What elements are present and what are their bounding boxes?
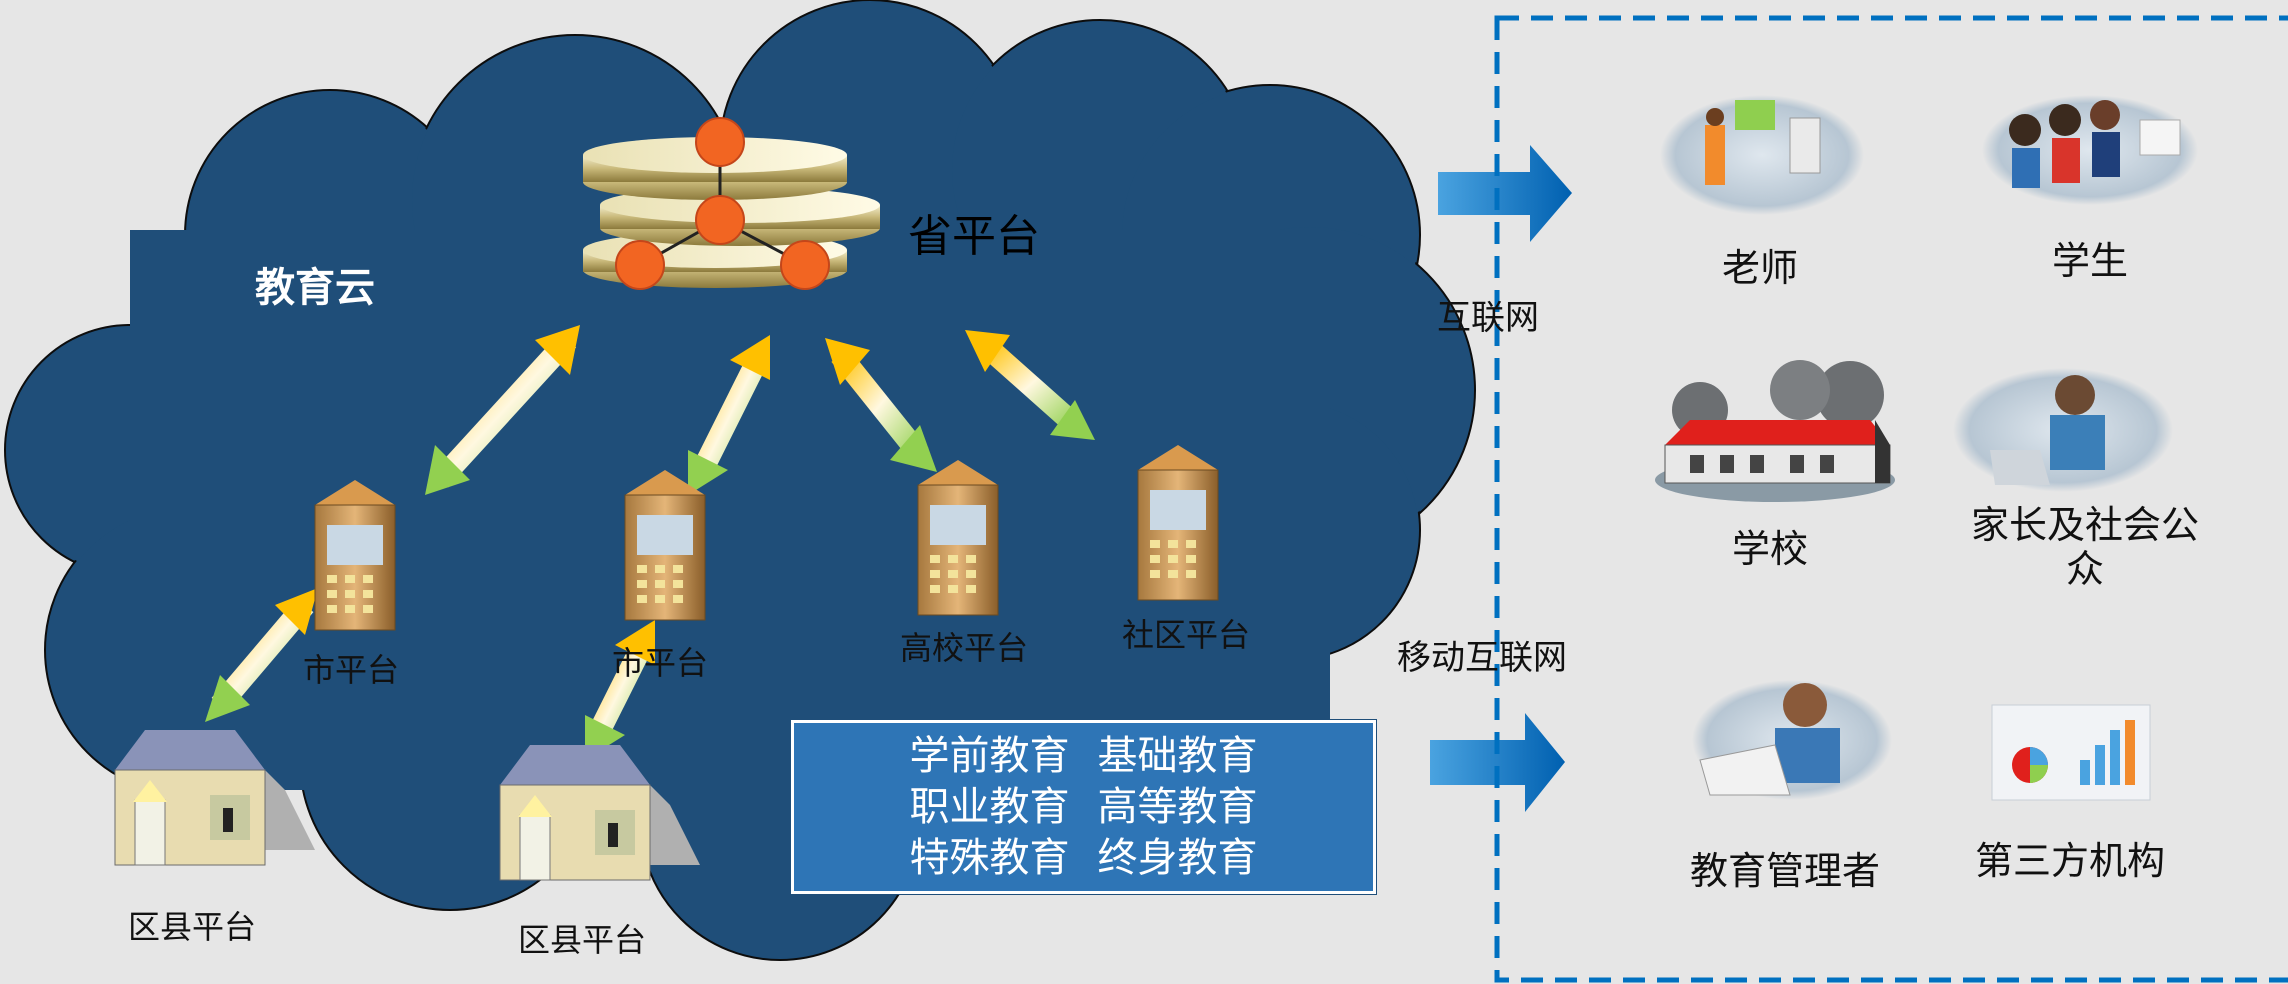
arrow-province-university xyxy=(825,338,937,472)
audience-panel xyxy=(1494,15,2288,983)
parents-photo-icon xyxy=(1953,368,2173,492)
arrow-province-community xyxy=(965,330,1095,440)
education-category: 高等教育 xyxy=(1097,784,1258,830)
province-platform-label: 省平台 xyxy=(908,211,1040,262)
county-left-house-icon xyxy=(114,730,315,866)
third-party-chart-icon xyxy=(1991,704,2151,801)
edu-admin-photo-icon xyxy=(1692,680,1892,800)
county-mid-house-icon xyxy=(499,745,700,881)
education-category: 特殊教育 xyxy=(909,835,1070,881)
county-platform-mid-label: 区县平台 xyxy=(518,921,647,959)
city-mid-building-icon xyxy=(624,470,706,621)
arrow-province-city-left xyxy=(425,325,580,495)
cloud-title: 教育云 xyxy=(255,265,375,311)
education-category: 基础教育 xyxy=(1097,733,1258,779)
student-photo-icon xyxy=(1982,95,2198,205)
arrow-city-county-left xyxy=(205,588,318,722)
mobile-internet-channel-label: 移动互联网 xyxy=(1397,638,1567,678)
mobile-internet-flow-arrow xyxy=(1430,713,1565,812)
province-database-icon xyxy=(583,117,880,290)
city-platform-left-label: 市平台 xyxy=(303,651,400,689)
arrow-province-city-mid xyxy=(688,335,770,495)
education-category: 终身教育 xyxy=(1097,835,1258,881)
internet-flow-arrow xyxy=(1438,145,1572,242)
education-category: 职业教育 xyxy=(909,784,1070,830)
city-platform-mid-label: 市平台 xyxy=(612,644,709,682)
audience-teacher-label: 老师 xyxy=(1721,246,1798,290)
city-left-building-icon xyxy=(314,480,396,631)
community-building-icon xyxy=(1137,445,1219,601)
audience-edu-admin-label: 教育管理者 xyxy=(1689,849,1880,893)
community-platform-label: 社区平台 xyxy=(1122,616,1251,654)
education-category: 学前教育 xyxy=(909,733,1070,779)
university-building-icon xyxy=(917,460,999,616)
county-platform-left-label: 区县平台 xyxy=(128,908,257,946)
audience-third-party-label: 第三方机构 xyxy=(1974,839,2165,883)
education-row-3: 特殊教育终身教育 xyxy=(794,833,1373,884)
audience-student-label: 学生 xyxy=(2051,239,2128,283)
teacher-photo-icon xyxy=(1660,95,1864,215)
university-platform-label: 高校平台 xyxy=(900,629,1029,667)
school-building-icon xyxy=(1655,360,1895,502)
audience-school-label: 学校 xyxy=(1731,527,1808,571)
audience-parents-label: 家长及社会公众 xyxy=(1970,503,2199,591)
internet-channel-label: 互联网 xyxy=(1437,298,1539,338)
education-row-2: 职业教育高等教育 xyxy=(794,782,1373,833)
education-categories-box: 学前教育基础教育 职业教育高等教育 特殊教育终身教育 xyxy=(791,720,1376,894)
education-row-1: 学前教育基础教育 xyxy=(794,731,1373,782)
